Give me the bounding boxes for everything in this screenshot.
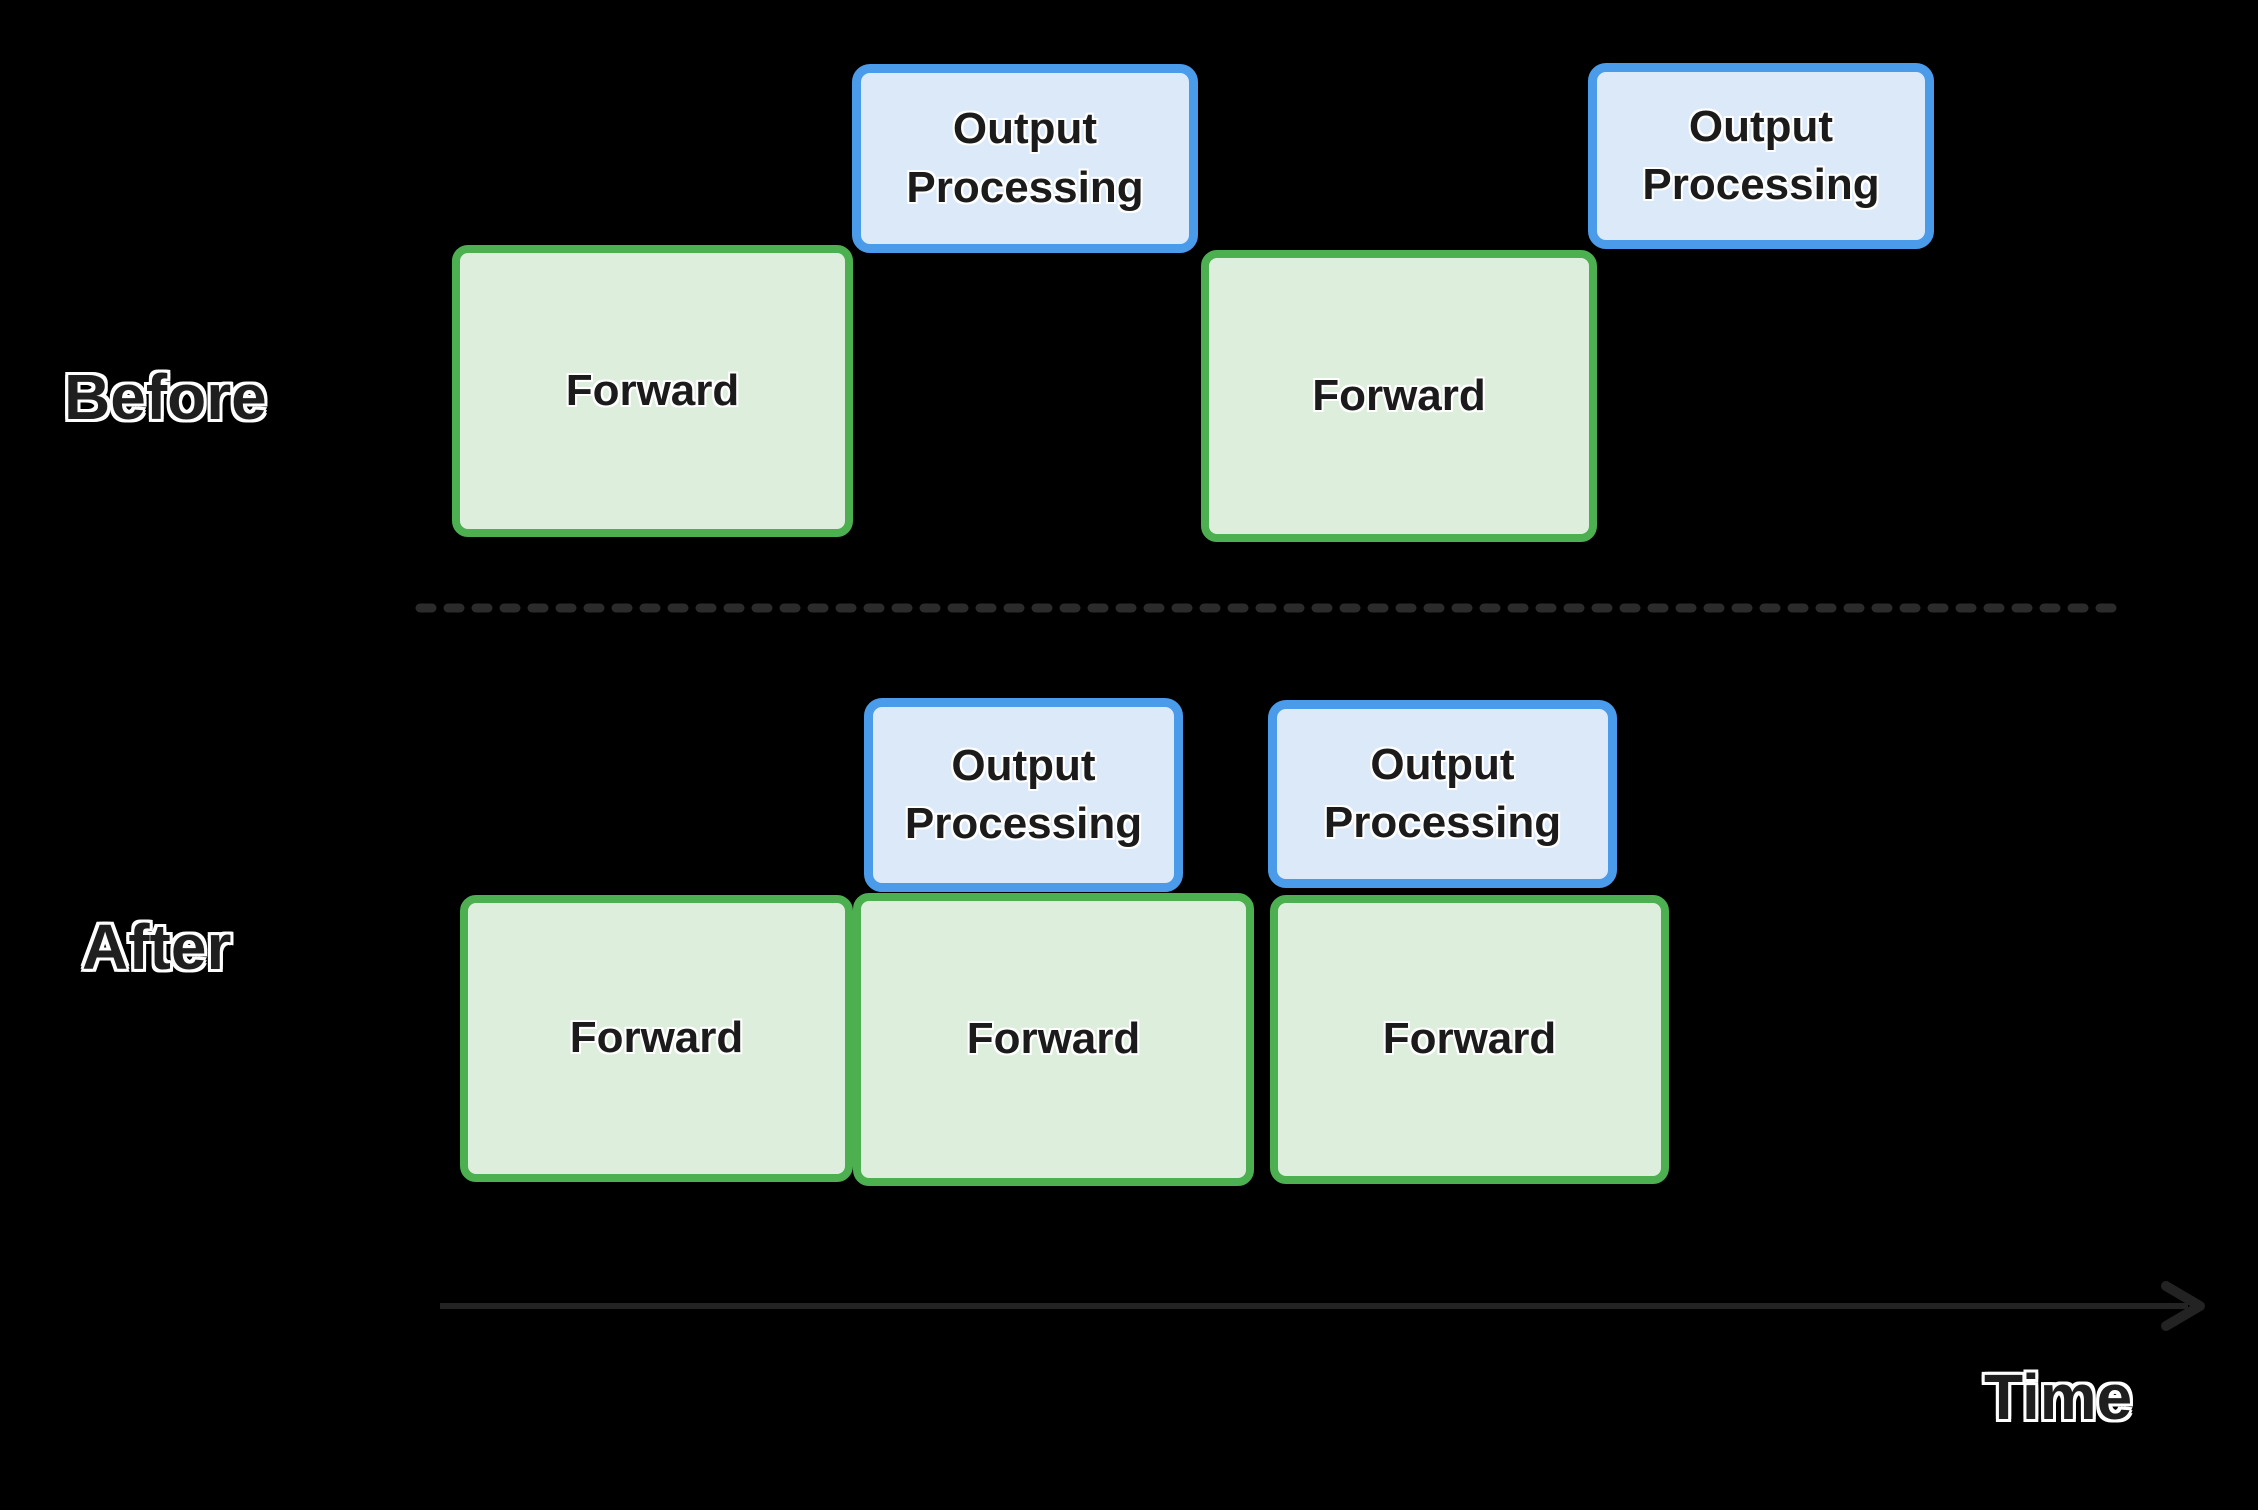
before-output-processing-box-1-label: Output Processing xyxy=(906,104,1144,212)
after-output-processing-box-1: Output Processing xyxy=(864,698,1183,892)
before-forward-box-2: Forward xyxy=(1201,250,1597,542)
after-row-label: After xyxy=(82,911,232,983)
time-axis-arrowhead-icon xyxy=(2161,1281,2205,1331)
before-output-processing-box-2-label: Output Processing xyxy=(1642,101,1880,209)
before-output-processing-box-2: Output Processing xyxy=(1588,63,1934,249)
after-forward-box-1-label: Forward xyxy=(569,1013,744,1063)
before-row-label: Before xyxy=(64,361,267,433)
after-forward-box-3-label: Forward xyxy=(1382,1014,1557,1064)
before-forward-box-1-label: Forward xyxy=(565,365,740,415)
after-forward-box-2-label: Forward xyxy=(966,1014,1141,1064)
time-axis-label: Time xyxy=(1984,1361,2133,1433)
before-forward-box-1: Forward xyxy=(452,245,853,537)
before-forward-box-2-label: Forward xyxy=(1312,370,1486,420)
after-forward-box-2: Forward xyxy=(853,893,1254,1186)
after-forward-box-1: Forward xyxy=(460,895,853,1182)
before-output-processing-box-1: Output Processing xyxy=(852,64,1198,253)
after-output-processing-box-1-label: Output Processing xyxy=(904,740,1143,848)
after-forward-box-3: Forward xyxy=(1270,895,1669,1184)
after-output-processing-box-2-label: Output Processing xyxy=(1323,739,1562,847)
after-output-processing-box-2: Output Processing xyxy=(1268,700,1617,888)
